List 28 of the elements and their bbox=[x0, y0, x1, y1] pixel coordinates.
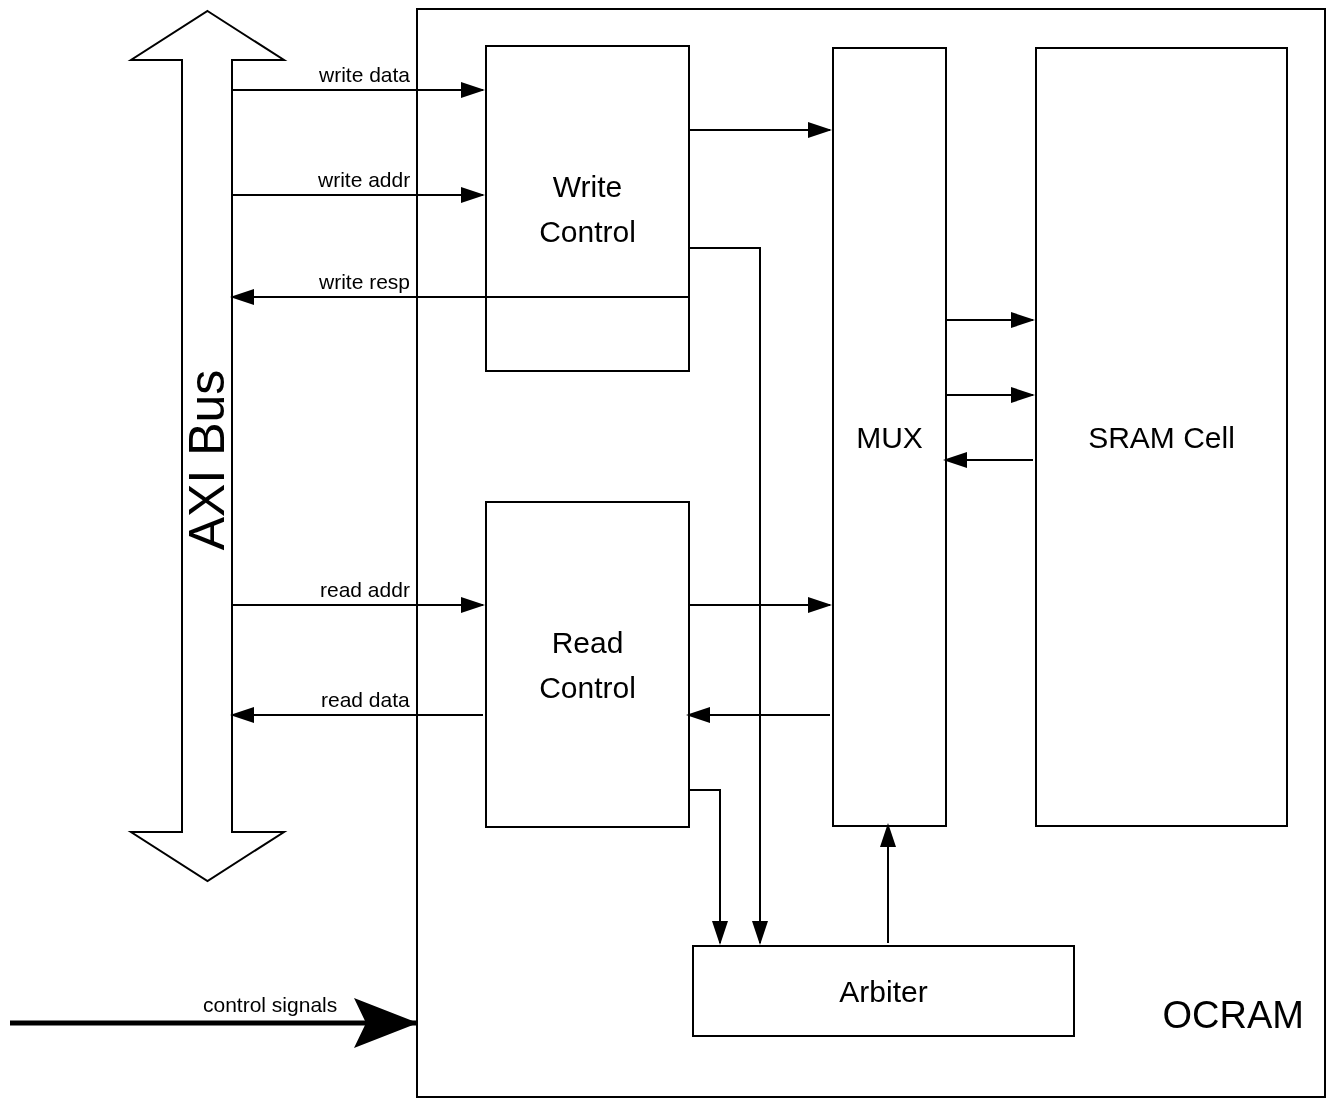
block-box bbox=[485, 501, 690, 828]
arrow bbox=[943, 452, 1034, 468]
block-label: Write Control bbox=[538, 168, 637, 250]
arrow bbox=[687, 247, 768, 945]
block-box bbox=[1035, 47, 1288, 827]
arrow bbox=[231, 187, 485, 203]
block-label: SRAM Cell bbox=[1088, 419, 1235, 456]
block-label: Read Control bbox=[538, 624, 637, 706]
arrow bbox=[10, 998, 418, 1048]
block-label: Arbiter bbox=[839, 973, 928, 1010]
block-box bbox=[692, 945, 1075, 1037]
arrow bbox=[230, 707, 484, 723]
arrow bbox=[880, 823, 896, 944]
block-box bbox=[485, 45, 690, 372]
arrow bbox=[687, 122, 832, 138]
container-box bbox=[416, 8, 1326, 1098]
arrow bbox=[686, 707, 831, 723]
arrow bbox=[944, 312, 1035, 328]
arrow bbox=[687, 597, 832, 613]
block-label: MUX bbox=[856, 419, 923, 456]
arrow bbox=[231, 597, 485, 613]
arrow bbox=[944, 387, 1035, 403]
arrow bbox=[687, 789, 728, 945]
container-label: OCRAM bbox=[1162, 996, 1304, 1034]
bus-label: AXI Bus bbox=[182, 369, 232, 551]
block-box bbox=[832, 47, 947, 827]
arrow bbox=[231, 82, 485, 98]
arrow bbox=[230, 289, 689, 305]
